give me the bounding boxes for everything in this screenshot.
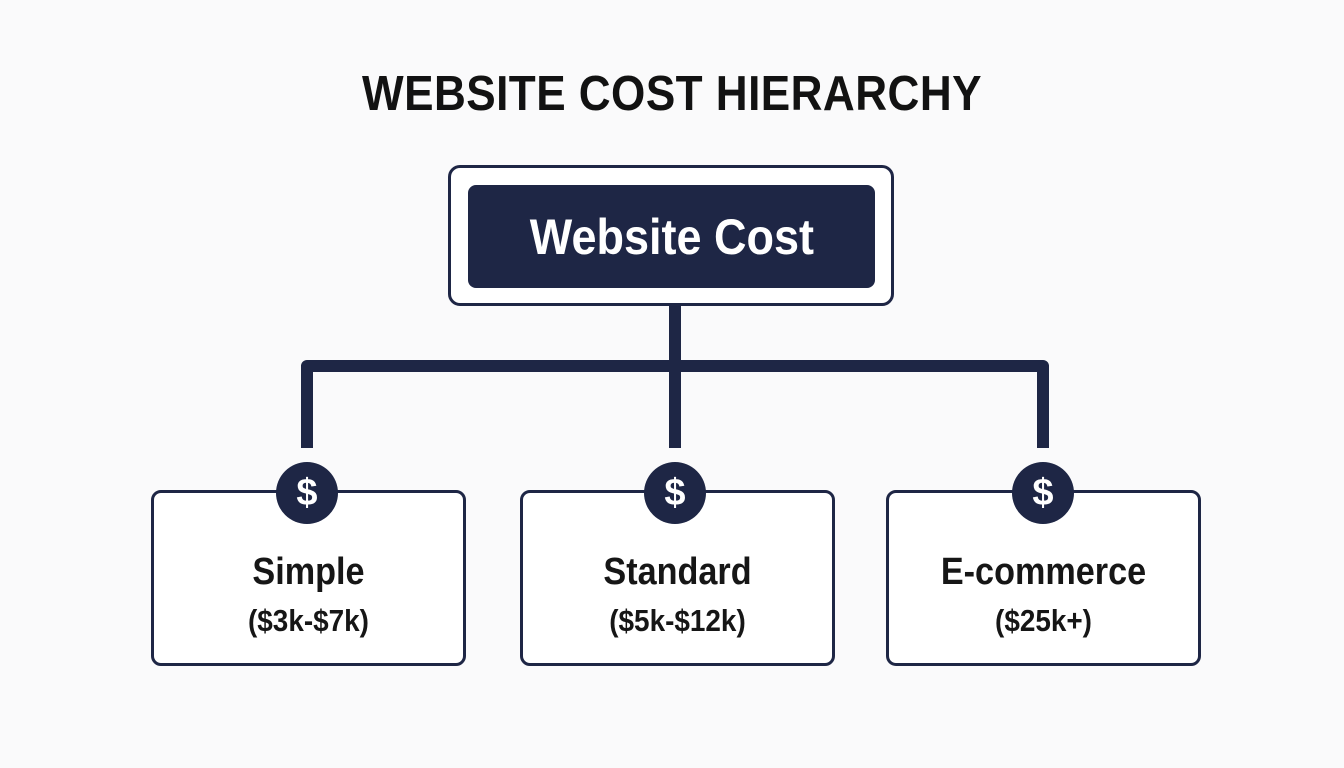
dollar-icon: $	[644, 462, 706, 524]
branch-line	[301, 360, 1049, 448]
tier-name: Standard	[603, 551, 752, 593]
root-node: Website Cost	[468, 185, 875, 288]
diagram-title: WEBSITE COST HIERARCHY	[362, 67, 982, 121]
tier-name: E-commerce	[940, 551, 1147, 593]
tier-price: ($25k+)	[995, 603, 1092, 638]
dollar-glyph: $	[1032, 472, 1054, 514]
tier-name: Simple	[252, 551, 365, 593]
root-node-label: Website Cost	[529, 208, 814, 265]
tier-price: ($5k-$12k)	[609, 603, 746, 638]
dollar-glyph: $	[296, 472, 318, 514]
tier-price: ($3k-$7k)	[248, 603, 369, 638]
dollar-icon: $	[276, 462, 338, 524]
dollar-glyph: $	[664, 472, 686, 514]
dollar-icon: $	[1012, 462, 1074, 524]
